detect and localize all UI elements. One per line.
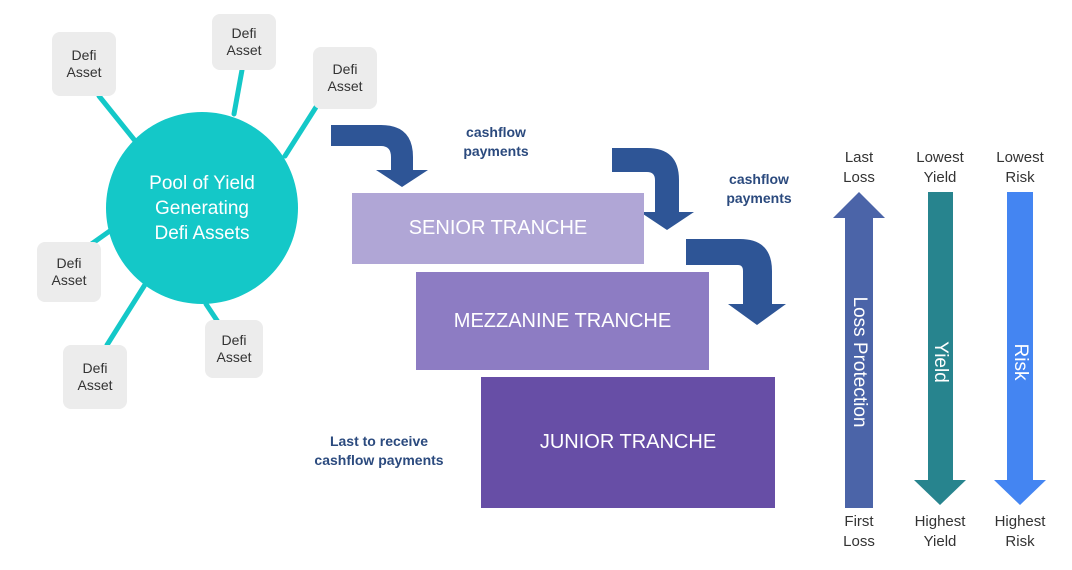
label-line: First [844, 513, 874, 530]
asset-label-line1: Defi [56, 255, 82, 271]
pool-label-line1: Pool of Yield [149, 172, 255, 194]
label-line: Risk [1005, 533, 1035, 550]
label-line: Lowest [916, 149, 964, 166]
loss-protection-label: Loss Protection [849, 296, 870, 428]
risk-bottom-label: Highest Risk [975, 512, 1065, 552]
asset-label-line2: Asset [327, 78, 363, 94]
asset-label-line1: Defi [82, 360, 108, 376]
label-line: Yield [923, 533, 957, 550]
label-line: Loss [843, 169, 875, 186]
loss-bottom-label: First Loss [814, 512, 904, 552]
label-line: Highest [914, 513, 966, 530]
note-line: cashflow [729, 171, 789, 187]
connector-line [203, 301, 221, 325]
defi-asset-box: Defi Asset [205, 320, 263, 378]
junior-tranche: JUNIOR TRANCHE [481, 377, 775, 508]
flow-arrow [331, 125, 428, 187]
label-line: Last [844, 149, 874, 166]
label-line: Risk [1005, 169, 1035, 186]
risk-label: Risk [1010, 343, 1031, 381]
asset-label-line2: Asset [77, 377, 113, 393]
loss-protection-arrow [833, 192, 885, 508]
asset-label-line1: Defi [221, 332, 247, 348]
defi-asset-box: Defi Asset [212, 14, 276, 70]
senior-tranche-label: SENIOR TRANCHE [408, 217, 588, 239]
yield-pool-circle: Pool of Yield Generating Defi Assets [106, 112, 298, 304]
cashflow-flow-arrows [331, 125, 786, 325]
cashflow-note: cashflow payments [709, 170, 809, 208]
yield-top-label: Lowest Yield [895, 148, 985, 188]
label-line: Highest [994, 513, 1046, 530]
flow-arrow [686, 239, 786, 325]
defi-asset-box: Defi Asset [63, 345, 127, 409]
yield-arrow [914, 192, 966, 505]
defi-asset-box: Defi Asset [313, 47, 377, 109]
note-line: Last to receive [329, 433, 429, 449]
yield-bottom-label: Highest Yield [895, 512, 985, 552]
loss-top-label: Last Loss [814, 148, 904, 188]
yield-label: Yield [930, 341, 951, 383]
connector-line [96, 93, 139, 145]
mezzanine-tranche-label: MEZZANINE TRANCHE [453, 309, 672, 332]
pool-label-line3: Defi Assets [154, 222, 250, 244]
asset-label-line1: Defi [71, 47, 97, 63]
mezzanine-tranche: MEZZANINE TRANCHE [416, 272, 709, 370]
flow-arrow [612, 148, 694, 230]
cashflow-note: cashflow payments [446, 123, 546, 161]
asset-label-line1: Defi [332, 61, 358, 77]
asset-label-line2: Asset [216, 349, 252, 365]
connector-line [282, 101, 321, 159]
defi-asset-box: Defi Asset [52, 32, 116, 96]
note-line: cashflow payments [314, 452, 444, 468]
senior-tranche: SENIOR TRANCHE [352, 193, 644, 264]
connector-line [231, 67, 245, 117]
note-line: cashflow [466, 124, 526, 140]
label-line: Loss [843, 533, 875, 550]
asset-label-line1: Defi [231, 25, 257, 41]
junior-tranche-label: JUNIOR TRANCHE [539, 431, 717, 453]
pool-label-line2: Generating [154, 197, 249, 219]
label-line: Yield [923, 169, 957, 186]
label-line: Lowest [996, 149, 1044, 166]
risk-top-label: Lowest Risk [975, 148, 1065, 188]
asset-label-line2: Asset [66, 64, 102, 80]
risk-arrow [994, 192, 1046, 505]
note-line: payments [463, 143, 529, 159]
connector-line [104, 280, 149, 348]
asset-label-line2: Asset [226, 42, 262, 58]
asset-label-line2: Asset [51, 272, 87, 288]
note-line: payments [726, 190, 792, 206]
last-to-receive-note: Last to receive cashflow payments [296, 432, 462, 470]
defi-asset-box: Defi Asset [37, 242, 101, 302]
